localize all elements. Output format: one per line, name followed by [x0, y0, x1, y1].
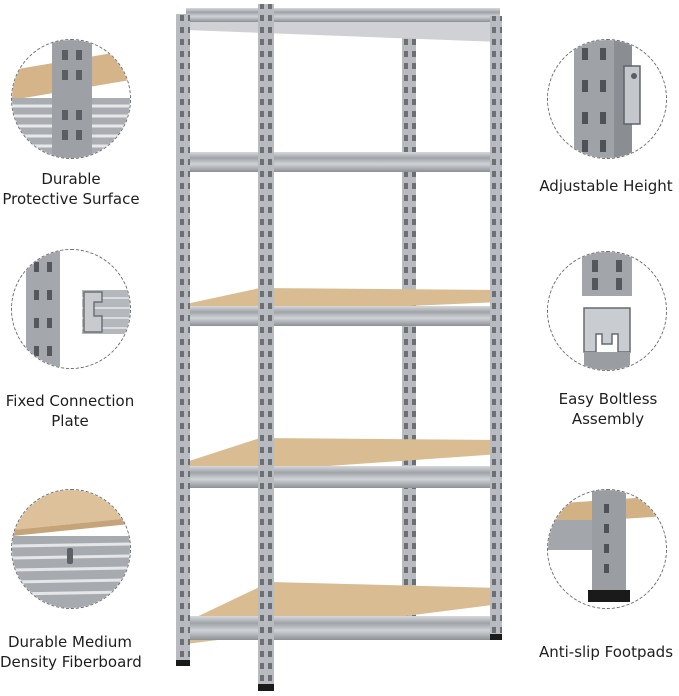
- shelf-5-beam: [186, 616, 500, 640]
- protective-surface-image: [12, 40, 130, 158]
- shelf-top-beam: [186, 8, 500, 22]
- caption-line-2: Density Fiberboard: [0, 653, 142, 671]
- shelf-4-beam: [186, 466, 500, 488]
- caption-fiberboard: Durable Medium Density Fiberboard: [0, 632, 142, 672]
- caption-line-2: Protective Surface: [2, 190, 140, 208]
- caption-line-1: Adjustable Height: [539, 177, 673, 195]
- shelf-2-beam: [186, 152, 500, 172]
- detail-circle-protective-surface: [11, 39, 131, 159]
- caption-line-1: Durable Medium: [7, 633, 133, 651]
- shelving-unit-image: [176, 4, 502, 691]
- caption-line-1: Anti-slip Footpads: [538, 643, 674, 661]
- detail-circle-boltless-assembly: [547, 251, 667, 371]
- fiberboard-image: [12, 490, 130, 608]
- detail-circle-footpads: [547, 489, 667, 609]
- shelving-unit: [170, 0, 510, 692]
- footpad: [176, 660, 190, 666]
- front-left-upright: [176, 14, 190, 664]
- detail-circle-adjustable-height: [547, 39, 667, 159]
- back-right-upright: [402, 30, 416, 640]
- adjustable-height-image: [548, 40, 666, 158]
- caption-line-1: Easy Boltless: [558, 390, 658, 408]
- caption-line-1: Durable: [41, 170, 101, 188]
- detail-circle-connection-plate: [11, 249, 131, 369]
- shelf-3-beam: [186, 306, 500, 326]
- footpads-image: [548, 490, 666, 608]
- boltless-assembly-image: [548, 252, 666, 370]
- footpad: [258, 684, 274, 691]
- front-right-upright: [258, 4, 274, 690]
- caption-protective-surface: Durable Protective Surface: [0, 169, 142, 209]
- caption-line-2: Plate: [51, 412, 89, 430]
- footpad: [490, 634, 502, 640]
- caption-footpads: Anti-slip Footpads: [533, 642, 679, 662]
- caption-boltless-assembly: Easy Boltless Assembly: [540, 389, 676, 429]
- caption-connection-plate: Fixed Connection Plate: [0, 391, 140, 431]
- caption-adjustable-height: Adjustable Height: [533, 176, 679, 196]
- rear-right-upright: [490, 16, 502, 638]
- detail-circle-fiberboard: [11, 489, 131, 609]
- caption-line-2: Assembly: [571, 410, 645, 428]
- caption-line-1: Fixed Connection: [5, 392, 135, 410]
- connection-plate-image: [12, 250, 130, 368]
